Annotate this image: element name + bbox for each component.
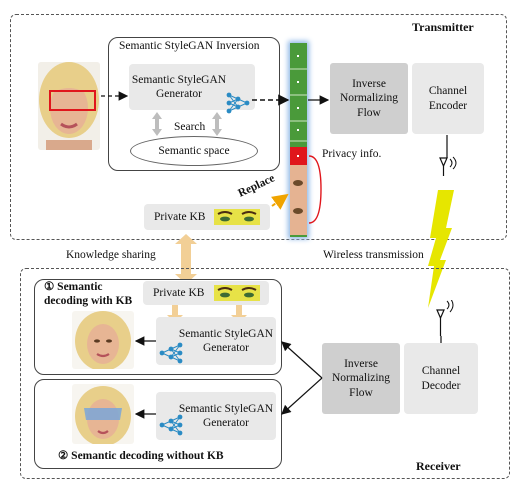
decoded-face-with-kb [72, 311, 134, 369]
privacy-bracket [308, 155, 322, 224]
transmitter-title: Transmitter [412, 20, 474, 34]
receiver-panel [20, 268, 510, 479]
channel-decoder-box: Channel Decoder [404, 343, 478, 414]
neural-network-icon [226, 92, 250, 114]
rx-generator-label-2: Semantic StyleGAN Generator [178, 402, 274, 429]
rx-mask-icon [214, 285, 260, 301]
mask-icon [214, 209, 260, 225]
rx-generator-box-2: Semantic StyleGAN Generator [156, 392, 276, 440]
rx-antenna-icon [436, 300, 454, 336]
decoding-without-kb-label: ② Semantic decoding without KB [58, 450, 224, 462]
tx-private-kb-label: Private KB [154, 210, 206, 223]
rx-generator-label-1: Semantic StyleGAN Generator [178, 327, 274, 354]
latent-code-segments [290, 55, 307, 235]
semantic-space-ellipse: Semantic space [130, 136, 258, 166]
rx-generator-box-1: Semantic StyleGAN Generator [156, 317, 276, 365]
tx-generator-label: Semantic StyleGAN Generator [131, 73, 227, 100]
channel-encoder-box: Channel Encoder [412, 63, 484, 134]
tx-generator-box: Semantic StyleGAN Generator [129, 64, 255, 110]
input-face-image [38, 62, 100, 150]
decoded-face-without-kb [72, 384, 134, 444]
knowledge-sharing-label: Knowledge sharing [66, 249, 156, 261]
rx-neural-network-icon-1 [159, 342, 183, 364]
rx-inverse-flow-label: Inverse Normalizing Flow [331, 357, 391, 399]
tx-inverse-flow-box: Inverse Normalizing Flow [330, 63, 408, 134]
channel-decoder-label: Channel Decoder [421, 365, 461, 392]
rx-neural-network-icon-2 [159, 414, 183, 436]
decoding-with-kb-label: ① Semantic decoding with KB [44, 281, 133, 308]
antenna-icon [439, 156, 457, 176]
transmitter-connectors [101, 91, 448, 210]
lightning-icon [428, 190, 454, 308]
channel-encoder-label: Channel Encoder [428, 85, 468, 112]
receiver-title: Receiver [416, 459, 461, 473]
wireless-transmission-label: Wireless transmission [323, 249, 424, 261]
rx-private-kb-label: Private KB [153, 286, 205, 299]
rx-inverse-flow-box: Inverse Normalizing Flow [322, 343, 400, 414]
privacy-region-highlight [49, 90, 96, 111]
inversion-title: Semantic StyleGAN Inversion [119, 40, 260, 52]
knowledge-sharing-arrow [175, 234, 197, 284]
search-label: Search [174, 121, 206, 133]
transmitter-panel [10, 14, 507, 240]
semantic-space-label: Semantic space [158, 145, 230, 157]
tx-inverse-flow-label: Inverse Normalizing Flow [339, 77, 399, 119]
privacy-info-label: Privacy info. [322, 148, 382, 160]
